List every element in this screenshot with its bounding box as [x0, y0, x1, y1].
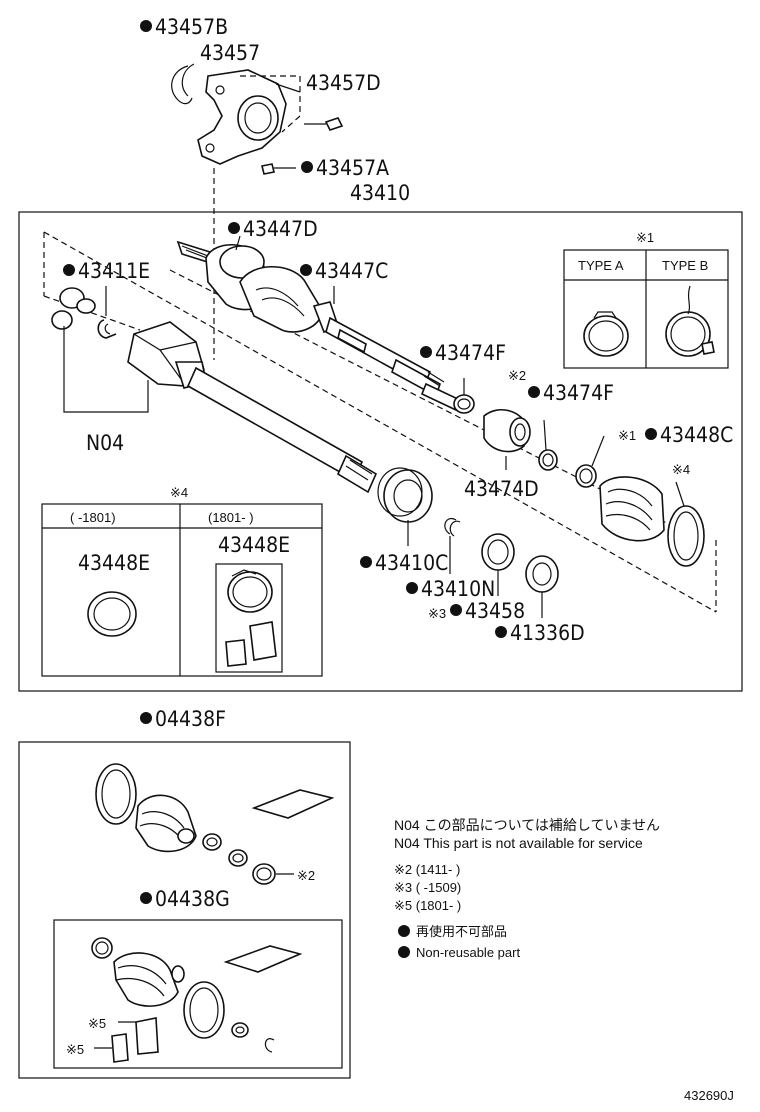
label-43457A: 43457A [316, 156, 389, 180]
legend-dot-jp [398, 925, 410, 937]
inner-joint-shaft [127, 321, 433, 523]
dynamic-damper [483, 408, 531, 453]
boot-right [599, 476, 705, 567]
ref-mark-4-table: ※4 [170, 485, 188, 500]
label-43410C: 43410C [375, 551, 448, 575]
ref-mark-2-kit: ※2 [297, 868, 315, 883]
kit-04438F-parts [95, 763, 335, 885]
label-43457D: 43457D [306, 71, 381, 95]
kit-04438G-parts [91, 937, 303, 1063]
label-43474F-a: 43474F [435, 341, 506, 365]
ref-mark-5-a: ※5 [88, 1016, 106, 1031]
date-table [41, 503, 323, 677]
note-ref-3: ※3 ( -1509) [394, 880, 461, 895]
label-43411E: 43411E [78, 259, 150, 283]
label-43458: 43458 [465, 599, 525, 623]
kit-box-04438G [53, 919, 343, 1069]
ref-mark-3: ※3 [428, 606, 446, 621]
note-ref-2: ※2 (1411- ) [394, 862, 460, 877]
label-43448E-a: 43448E [78, 551, 150, 575]
type-a-label: TYPE A [578, 258, 624, 273]
diagram-id: 432690J [684, 1088, 734, 1103]
label-N04: N04 [86, 431, 124, 455]
ref-mark-1-table: ※1 [636, 230, 654, 245]
legend-jp: 再使用不可部品 [416, 924, 507, 939]
note-ref-5: ※5 (1801- ) [394, 898, 461, 913]
ref-mark-4-a: ※4 [672, 462, 690, 477]
ref-mark-2-a: ※2 [508, 368, 526, 383]
label-43447C: 43447C [315, 259, 388, 283]
type-table [563, 249, 729, 369]
legend-en: Non-reusable part [416, 945, 520, 960]
label-43447D: 43447D [243, 217, 318, 241]
type-b-label: TYPE B [662, 258, 708, 273]
main-assembly-box [18, 211, 743, 692]
label-43474F-b: 43474F [543, 381, 614, 405]
tripod-joint [51, 287, 149, 413]
date-col-1: ( -1801) [70, 510, 116, 525]
label-43448C: 43448C [660, 423, 733, 447]
kit-box-04438F [18, 741, 351, 1079]
label-43410N: 43410N [421, 577, 495, 601]
label-41336D: 41336D [510, 621, 585, 645]
note-n04-en: N04 This part is not available for servi… [394, 835, 643, 851]
label-43457B: 43457B [155, 15, 228, 39]
label-43410: 43410 [350, 181, 410, 205]
label-43474D: 43474D [464, 477, 539, 501]
date-col-2: (1801- ) [208, 510, 254, 525]
outer-joint-shaft [176, 240, 462, 412]
note-n04-jp: N04 この部品については補給していません [394, 817, 660, 833]
label-43448E-b: 43448E [218, 533, 290, 557]
ref-mark-5-b: ※5 [66, 1042, 84, 1057]
label-43457: 43457 [200, 41, 260, 65]
label-04438F: 04438F [155, 707, 226, 731]
legend-dot-en [398, 946, 410, 958]
label-04438G: 04438G [155, 887, 230, 911]
ref-mark-1-b: ※1 [618, 428, 636, 443]
